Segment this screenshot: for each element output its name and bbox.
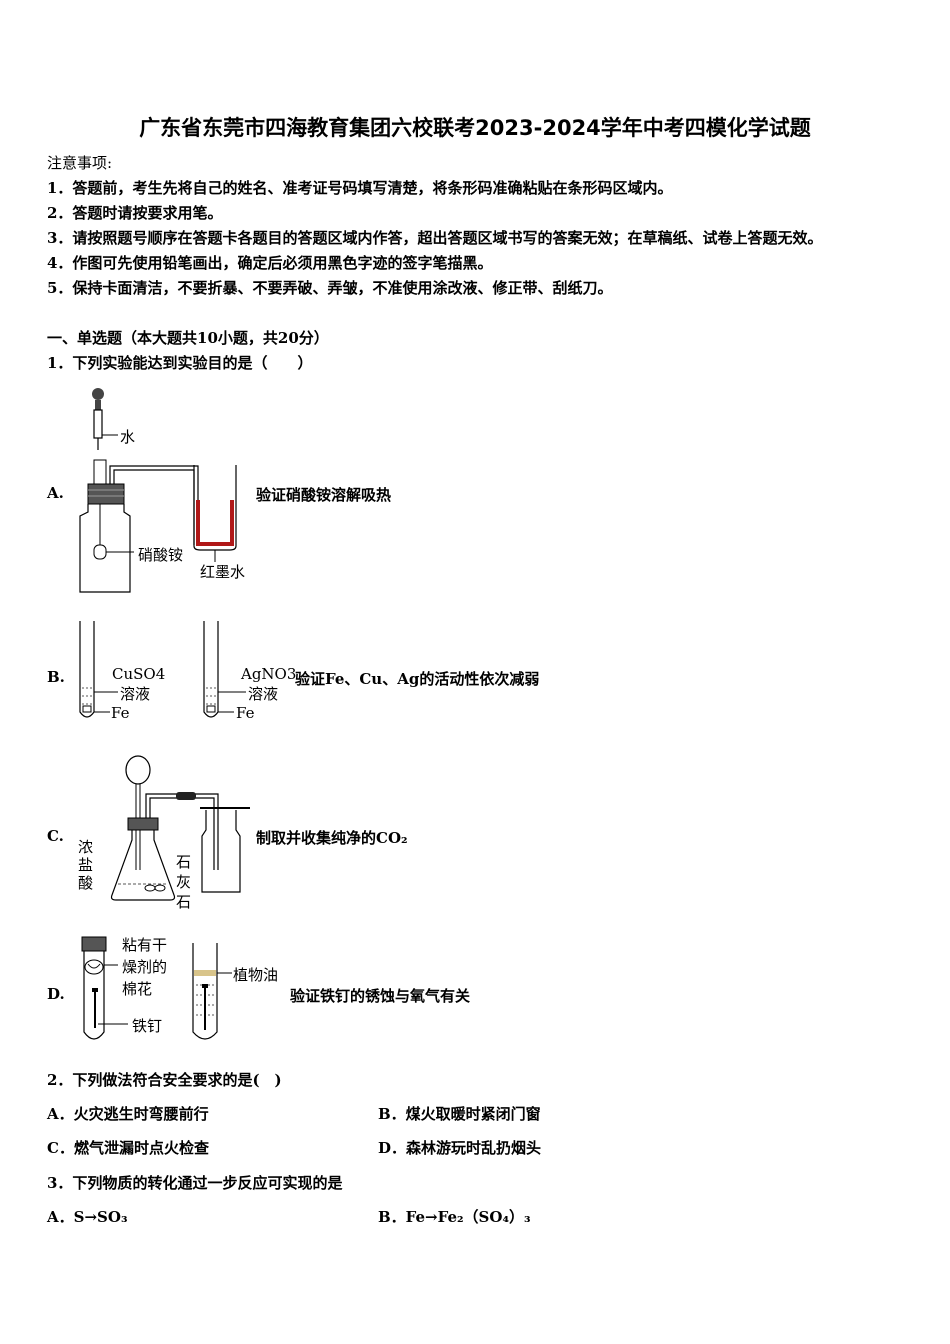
label-ammonium-nitrate: 硝酸铵 [138, 546, 184, 564]
q1-option-d-letter: D. [47, 985, 65, 1003]
q3-option-b: B．Fe→Fe₂（SO₄）₃ [378, 1208, 531, 1226]
label-limestone: 石 灰 石 [176, 852, 191, 912]
q2-option-b: B．煤火取暖时紧闭门窗 [378, 1105, 541, 1123]
q1-option-b-letter: B. [47, 668, 65, 686]
notice-item-3: 3．请按照题号顺序在答题卡各题目的答题区域内作答，超出答题区域书写的答案无效；在… [47, 229, 823, 247]
q1-option-a-letter: A. [47, 484, 64, 502]
label-cuso4: CuSO4 [112, 665, 166, 683]
notice-item-4: 4．作图可先使用铅笔画出，确定后必须用黑色字迹的签字笔描黑。 [47, 254, 493, 272]
q2-option-a: A．火灾逃生时弯腰前行 [47, 1105, 209, 1123]
label-fe-1: Fe [111, 704, 130, 722]
label-limestone-1: 石 [176, 853, 192, 871]
q2-option-c: C．燃气泄漏时点火检查 [47, 1139, 209, 1157]
q1-option-b-desc: 验证Fe、Cu、Ag的活动性依次减弱 [295, 670, 540, 688]
q1-option-d-desc: 验证铁钉的锈蚀与氧气有关 [290, 987, 471, 1005]
label-limestone-3: 石 [176, 893, 192, 911]
label-red-ink: 红墨水 [200, 563, 246, 581]
question-2-stem: 2．下列做法符合安全要求的是( ) [47, 1071, 282, 1089]
q2-option-d: D．森林游玩时乱扔烟头 [378, 1139, 542, 1157]
label-conc-hcl-2: 盐 [78, 856, 94, 874]
page-title: 广东省东莞市四海教育集团六校联考2023-2024学年中考四模化学试题 [139, 116, 811, 140]
label-cotton: 粘有干 燥剂的 棉花 [122, 934, 167, 1000]
label-agno3: AgNO3 [241, 665, 297, 683]
notice-item-5: 5．保持卡面清洁，不要折暴、不要弄破、弄皱，不准使用涂改液、修正带、刮纸刀。 [47, 279, 613, 297]
label-conc-hcl: 浓 盐 酸 [78, 838, 93, 892]
question-1-stem: 1．下列实验能达到实验目的是（ ） [47, 354, 313, 372]
label-fe-2: Fe [236, 704, 255, 722]
label-limestone-2: 灰 [176, 873, 192, 891]
q1-option-a-desc: 验证硝酸铵溶解吸热 [256, 486, 392, 504]
label-cotton-2: 燥剂的 [122, 958, 168, 976]
label-iron-nail: 铁钉 [132, 1017, 163, 1035]
label-agno3-solution: 溶液 [248, 685, 279, 703]
notice-item-2: 2．答题时请按要求用笔。 [47, 204, 223, 222]
label-conc-hcl-1: 浓 [78, 838, 94, 856]
label-water: 水 [120, 428, 136, 446]
section-heading: 一、单选题（本大题共10小题，共20分） [47, 329, 329, 347]
q1-option-c-letter: C. [47, 827, 64, 845]
question-3-stem: 3．下列物质的转化通过一步反应可实现的是 [47, 1174, 343, 1192]
label-cuso4-solution: 溶液 [120, 685, 151, 703]
notice-heading: 注意事项: [47, 154, 113, 172]
label-cotton-1: 粘有干 [122, 936, 168, 954]
label-cotton-3: 棉花 [122, 980, 153, 998]
label-conc-hcl-3: 酸 [78, 874, 94, 892]
q3-option-a: A．S→SO₃ [47, 1208, 128, 1226]
notice-item-1: 1．答题前，考生先将自己的姓名、准考证号码填写清楚，将条形码准确粘贴在条形码区域… [47, 179, 673, 197]
label-vegetable-oil: 植物油 [233, 966, 279, 984]
q1-option-c-desc: 制取并收集纯净的CO₂ [256, 829, 408, 847]
